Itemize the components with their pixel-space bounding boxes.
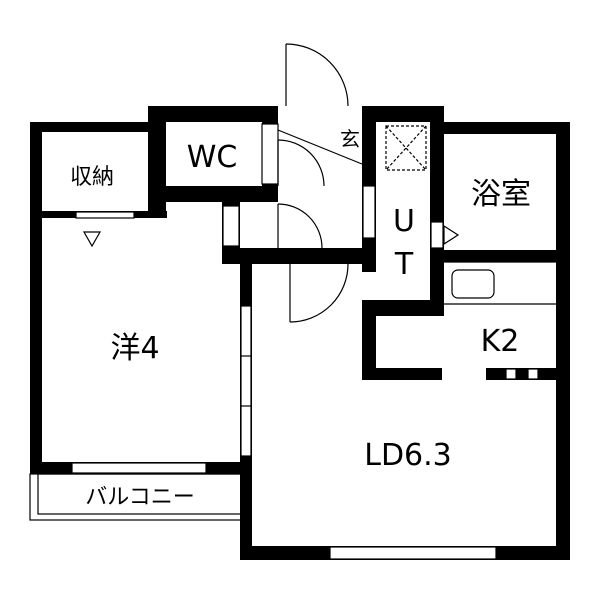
windows xyxy=(71,123,539,560)
label-storage: 収納 xyxy=(70,165,114,190)
doors xyxy=(82,43,460,323)
label-utility-u: U xyxy=(393,204,415,239)
fixtures xyxy=(385,125,556,305)
balcony xyxy=(29,473,243,521)
label-living-dining: LD6.3 xyxy=(364,438,452,473)
label-bath: 浴室 xyxy=(471,177,531,212)
label-genkan: 玄 xyxy=(340,127,360,151)
label-kitchen: K2 xyxy=(481,324,520,359)
label-western-room: 洋4 xyxy=(110,331,159,366)
label-utility-t: T xyxy=(394,247,414,282)
label-wc: WC xyxy=(187,140,238,175)
label-balcony: バルコニー xyxy=(85,485,195,510)
